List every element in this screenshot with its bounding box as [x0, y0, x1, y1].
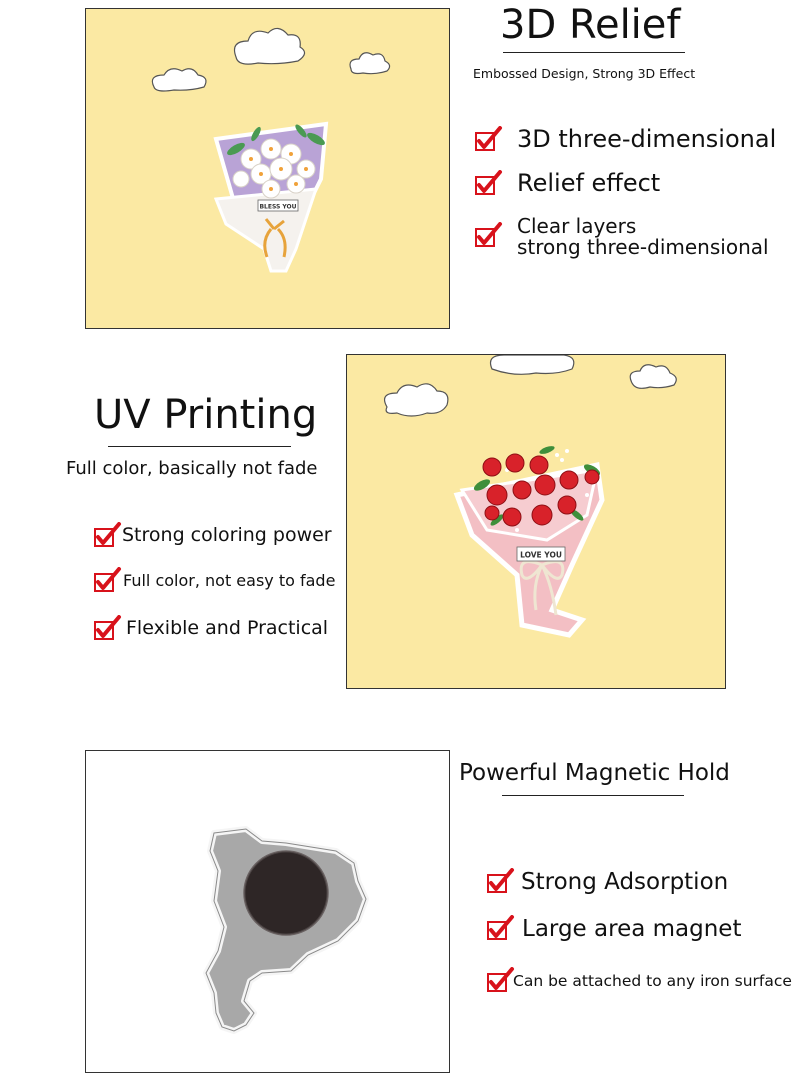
love-you-tag: LOVE YOU	[520, 551, 562, 560]
relief-title: 3D Relief	[500, 2, 681, 48]
title-underline	[503, 52, 685, 53]
cloud-icon	[489, 355, 575, 375]
feature-label: 3D three-dimensional	[517, 125, 777, 153]
cloud-icon	[384, 383, 449, 417]
red-checkbox-check-icon	[487, 967, 514, 992]
feature-strong-coloring: Strong coloring power	[92, 522, 332, 550]
feature-large-area-magnet: Large area magnet	[485, 915, 741, 943]
red-checkbox-check-icon	[475, 170, 502, 195]
feature-clear-layers: Clear layers strong three-dimensional	[473, 216, 769, 258]
feature-label: Strong Adsorption	[521, 869, 729, 895]
feature-label: Can be attached to any iron surface	[513, 972, 792, 990]
relief-subtitle: Embossed Design, Strong 3D Effect	[473, 66, 696, 81]
magnetic-hold-title: Powerful Magnetic Hold	[459, 760, 730, 786]
bless-you-tag: BLESS YOU	[259, 204, 296, 211]
feature-label-line2: strong three-dimensional	[517, 235, 769, 259]
magnet-back-photo	[85, 750, 450, 1073]
cloud-icon	[233, 27, 306, 65]
feature-3d-three-dimensional: 3D three-dimensional	[473, 126, 776, 154]
red-checkbox-check-icon	[94, 615, 121, 640]
cloud-icon	[349, 52, 391, 75]
red-checkbox-check-icon	[475, 126, 502, 151]
rose-bouquet-magnet: LOVE YOU	[453, 446, 605, 638]
red-checkbox-check-icon	[487, 915, 514, 940]
feature-label-line1: Clear layers	[517, 214, 637, 238]
feature-iron-surface: Can be attached to any iron surface	[485, 967, 792, 995]
cloud-icon	[629, 364, 677, 389]
uv-printing-title: UV Printing	[94, 392, 318, 438]
feature-strong-adsorption: Strong Adsorption	[485, 868, 728, 896]
uv-printing-subtitle: Full color, basically not fade	[66, 458, 318, 479]
cloud-icon	[151, 68, 207, 92]
red-checkbox-check-icon	[94, 567, 121, 592]
feature-label: Flexible and Practical	[126, 617, 329, 639]
feature-label: Strong coloring power	[122, 524, 332, 546]
feature-relief-effect: Relief effect	[473, 170, 660, 198]
title-underline	[502, 795, 684, 796]
relief-product-photo: BLESS YOU	[85, 8, 450, 329]
feature-label: Large area magnet	[522, 916, 742, 942]
uv-product-photo: LOVE YOU	[346, 354, 726, 689]
magnet-back-view	[203, 826, 369, 1034]
feature-label: Relief effect	[517, 169, 661, 197]
red-checkbox-check-icon	[487, 868, 514, 893]
red-checkbox-check-icon	[475, 222, 502, 247]
lily-bouquet-magnet: BLESS YOU	[213, 121, 329, 273]
feature-label: Full color, not easy to fade	[123, 571, 336, 590]
title-underline	[108, 446, 291, 447]
feature-full-color: Full color, not easy to fade	[92, 567, 335, 595]
feature-flexible: Flexible and Practical	[92, 615, 328, 643]
red-checkbox-check-icon	[94, 522, 121, 547]
